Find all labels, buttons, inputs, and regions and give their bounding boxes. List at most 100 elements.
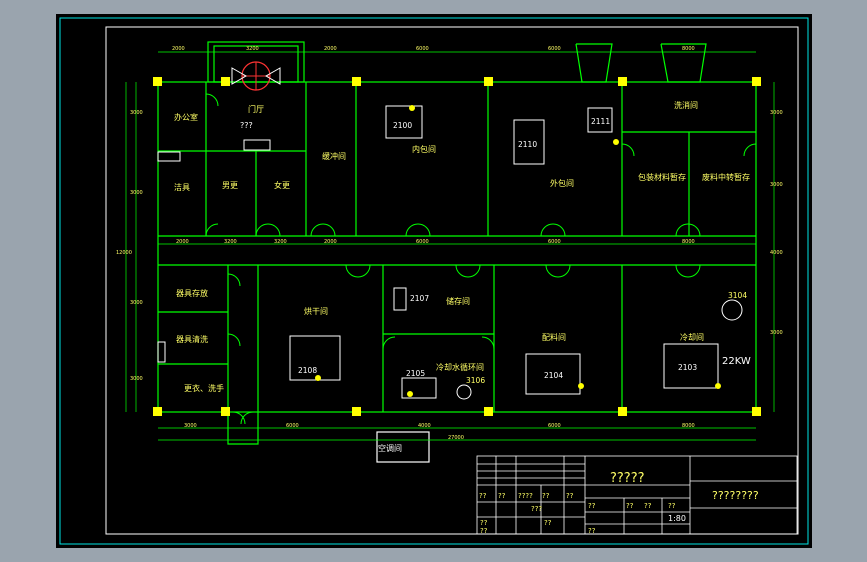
dim-right-3: 3000 — [770, 330, 783, 336]
dim-total: 27000 — [448, 435, 464, 441]
dim-top-2: 2000 — [324, 46, 337, 52]
drawing-name: ????? — [610, 471, 645, 486]
aircon-room — [376, 431, 430, 463]
room-waste-store: 废料中转暂存 — [702, 172, 750, 182]
dim-left-2: 12000 — [116, 250, 132, 256]
dim-bot-3: 6000 — [548, 423, 561, 429]
dim-mid-2: 3200 — [274, 239, 287, 245]
title-block-text: ????? ???????? 1:80 ?? ?? ???? ?? ?? ?? … — [479, 471, 759, 535]
equipment-2110 — [513, 119, 545, 165]
room-tools: 洁具 — [174, 182, 190, 192]
room-buffer: 缓冲间 — [322, 151, 346, 161]
equipment-2107 — [393, 287, 407, 311]
room-women: 女更 — [274, 180, 290, 190]
room-aircon: 空调间 — [378, 443, 402, 453]
tb-cell: ?? — [542, 492, 550, 500]
label-2111: 2111 — [591, 117, 610, 126]
scale-value: 1:80 — [668, 514, 686, 523]
tb-cell: ?? — [498, 492, 506, 500]
label-2104: 2104 — [544, 371, 563, 380]
tb-cell: ?? — [588, 527, 596, 535]
company-name: ???????? — [712, 489, 759, 502]
tb-cell: ?? — [566, 492, 574, 500]
equipment-3106 — [456, 384, 472, 400]
dim-mid-6: 8000 — [682, 239, 695, 245]
label-2105: 2105 — [406, 369, 425, 378]
walls — [157, 41, 757, 463]
room-wash-pack: 洗消间 — [674, 100, 698, 110]
label-2100: 2100 — [393, 121, 412, 130]
tb-cell: ?? — [480, 527, 488, 535]
washbasin-icon — [243, 139, 271, 151]
room-office: 办公室 — [174, 112, 198, 122]
tb-cell: ?? — [544, 519, 552, 527]
dim-left-0: 3000 — [130, 110, 143, 116]
outer-frame — [59, 17, 809, 545]
room-outer-pack: 外包间 — [550, 178, 574, 188]
room-lobby-sub: ??? — [240, 121, 253, 130]
inner-frame — [105, 26, 799, 535]
tb-cell: ?? — [479, 492, 487, 500]
room-cooling-sub: 冷却水循环间 — [436, 362, 484, 372]
label-2103: 2103 — [678, 363, 697, 372]
dim-left-3: 3000 — [130, 300, 143, 306]
dim-left-4: 3000 — [130, 376, 143, 382]
dim-left-1: 3000 — [130, 190, 143, 196]
equipment-labels: 2100 2110 2111 2108 2107 2105 3106 2104 … — [298, 117, 751, 453]
room-tool-wash: 器具清洗 — [176, 334, 208, 344]
dimension-labels: 2000 3200 2000 6000 6000 8000 2000 3200 … — [116, 46, 783, 441]
dim-top-4: 6000 — [548, 46, 561, 52]
equipment-3104 — [721, 299, 743, 321]
dim-top-0: 2000 — [172, 46, 185, 52]
dimension-lines — [125, 51, 775, 441]
dim-top-3: 6000 — [416, 46, 429, 52]
tb-cell: ?? — [480, 519, 488, 527]
equipment — [289, 105, 743, 400]
floor-plan-drawing: 办公室 门厅 ??? 洁具 男更 女更 缓冲间 内包间 外包间 洗消间 包装材料… — [59, 17, 809, 545]
room-cool: 冷却间 — [680, 332, 704, 342]
label-3106: 3106 — [466, 376, 485, 385]
room-drying: 烘干间 — [304, 306, 328, 316]
room-tool-store: 器具存放 — [176, 288, 208, 298]
drawing-sheet: 办公室 门厅 ??? 洁具 男更 女更 缓冲间 内包间 外包间 洗消间 包装材料… — [56, 14, 812, 548]
tb-cell: ??? — [531, 505, 542, 513]
label-2110: 2110 — [518, 140, 537, 149]
dim-mid-5: 6000 — [548, 239, 561, 245]
outer-wall — [157, 81, 757, 413]
room-storage: 储存间 — [446, 296, 470, 306]
equipment-2105 — [401, 377, 437, 399]
dim-mid-4: 6000 — [416, 239, 429, 245]
label-power: 22KW — [722, 356, 751, 367]
structural-columns — [153, 77, 761, 416]
label-3104: 3104 — [728, 291, 747, 300]
dim-top-1: 3200 — [246, 46, 259, 52]
dim-bot-2: 4000 — [418, 423, 431, 429]
equipment-2111 — [587, 107, 613, 133]
dim-mid-0: 2000 — [176, 239, 189, 245]
room-inner-pack: 内包间 — [412, 144, 436, 154]
tool-rack-icon — [157, 341, 166, 363]
dim-right-0: 3000 — [770, 110, 783, 116]
room-men: 男更 — [222, 181, 238, 190]
room-labels: 办公室 门厅 ??? 洁具 男更 女更 缓冲间 内包间 外包间 洗消间 包装材料… — [174, 100, 750, 393]
doors — [205, 93, 757, 425]
room-dressing: 更衣、洗手 — [184, 383, 224, 393]
tb-cell: ?? — [644, 502, 652, 510]
dim-bot-0: 3000 — [184, 423, 197, 429]
label-2108: 2108 — [298, 366, 317, 375]
tb-cell: ?? — [668, 502, 676, 510]
tb-cell: ?? — [626, 502, 634, 510]
equipment-2104 — [525, 353, 581, 395]
room-ingred: 配料间 — [542, 332, 566, 342]
dim-mid-3: 2000 — [324, 239, 337, 245]
equipment-2103 — [663, 343, 719, 389]
dim-top-5: 8000 — [682, 46, 695, 52]
dim-mid-1: 3200 — [224, 239, 237, 245]
equipment-2100-inner — [385, 105, 423, 139]
dim-right-2: 4000 — [770, 250, 783, 256]
title-block — [476, 455, 798, 535]
dim-right-1: 3000 — [770, 182, 783, 188]
equipment-2108 — [289, 335, 341, 381]
dim-bot-4: 8000 — [682, 423, 695, 429]
sink-icon — [157, 151, 181, 162]
